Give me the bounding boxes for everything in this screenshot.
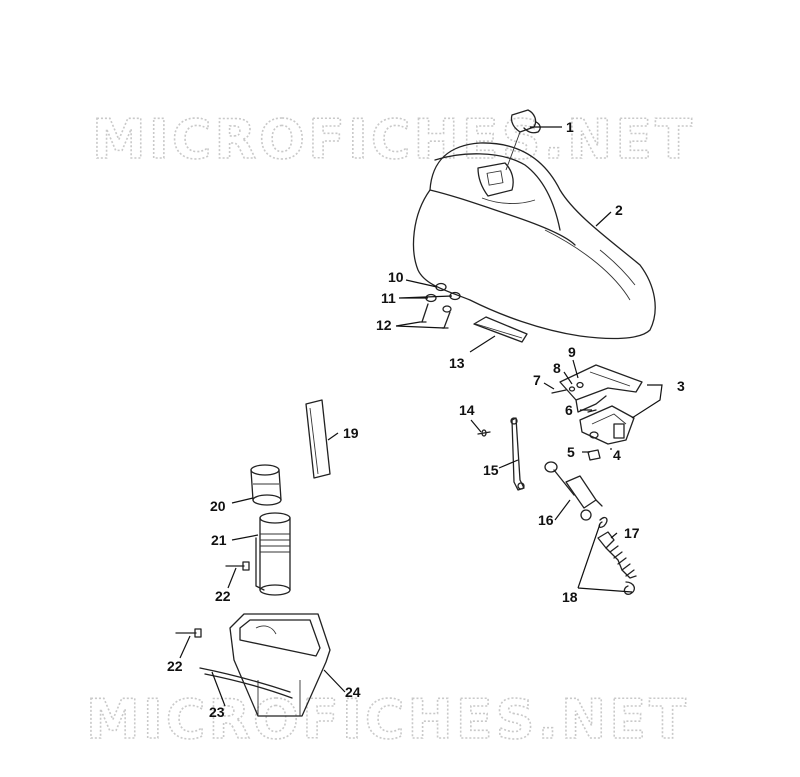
bracket-assembly-part bbox=[551, 364, 643, 461]
callout-24: 24 bbox=[345, 684, 361, 700]
callout-23: 23 bbox=[209, 704, 225, 720]
callout-9: 9 bbox=[568, 344, 576, 360]
bin-part bbox=[229, 613, 331, 717]
callout-6: 6 bbox=[565, 402, 573, 418]
leader-lines bbox=[179, 126, 663, 707]
sleeve-part bbox=[250, 464, 282, 506]
callout-11: 11 bbox=[381, 290, 396, 306]
hood-part bbox=[412, 142, 656, 340]
hinge-strip-part bbox=[473, 316, 528, 343]
callout-16: 16 bbox=[538, 512, 554, 528]
callout-1: 1 bbox=[566, 119, 574, 135]
cup-holder-part bbox=[255, 512, 291, 596]
callout-17: 17 bbox=[624, 525, 640, 541]
fasteners-10-12 bbox=[419, 282, 461, 329]
callout-10: 10 bbox=[388, 269, 404, 285]
callout-labels: 1 2 3 4 5 6 7 8 9 10 11 12 13 14 15 16 1… bbox=[167, 119, 685, 720]
callout-19: 19 bbox=[343, 425, 359, 441]
callout-2: 2 bbox=[615, 202, 623, 218]
watermark-top: MICROFICHES.NET bbox=[92, 108, 695, 171]
gasket-strip-part bbox=[305, 399, 331, 479]
callout-21: 21 bbox=[211, 532, 227, 548]
callout-7: 7 bbox=[533, 372, 541, 388]
callout-22b: 22 bbox=[167, 658, 183, 674]
callout-8: 8 bbox=[553, 360, 561, 376]
gas-strut-part bbox=[544, 461, 603, 521]
callout-5: 5 bbox=[567, 444, 575, 460]
screw-parts bbox=[175, 561, 250, 638]
callout-13: 13 bbox=[449, 355, 465, 371]
callout-4: 4 bbox=[613, 447, 621, 463]
callout-18: 18 bbox=[562, 589, 578, 605]
callout-20: 20 bbox=[210, 498, 226, 514]
callout-3: 3 bbox=[677, 378, 685, 394]
callout-12: 12 bbox=[376, 317, 392, 333]
callout-15: 15 bbox=[483, 462, 499, 478]
watermark-bottom: MICROFICHES.NET bbox=[86, 688, 689, 751]
rod-part bbox=[477, 417, 525, 491]
callout-14: 14 bbox=[459, 402, 475, 418]
callout-22a: 22 bbox=[215, 588, 231, 604]
